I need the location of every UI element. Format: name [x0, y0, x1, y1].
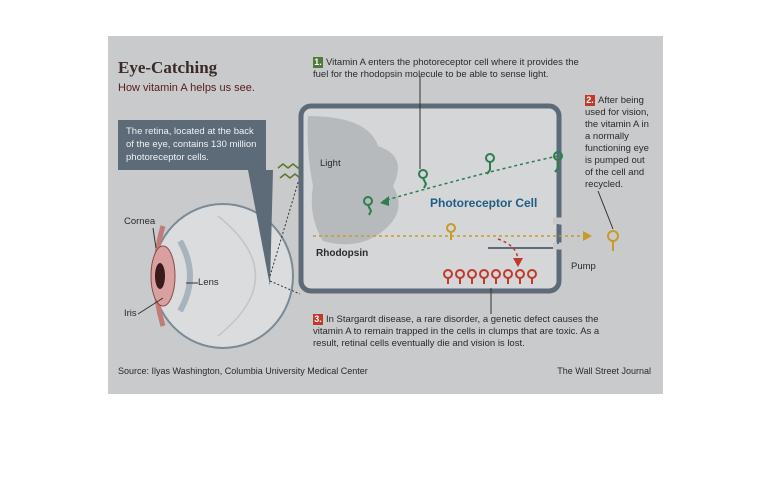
- lens-label: Lens: [198, 277, 219, 288]
- rhodopsin-label: Rhodopsin: [316, 248, 368, 259]
- infographic-panel: Eye-Catching How vitamin A helps us see.…: [108, 36, 663, 394]
- step-3-text: In Stargardt disease, a rare disorder, a…: [313, 314, 599, 349]
- step-2-number: 2.: [585, 95, 595, 106]
- retina-callout: The retina, located at the back of the e…: [118, 120, 266, 170]
- publisher-credit: The Wall Street Journal: [557, 366, 651, 376]
- eye-illustration: [151, 204, 293, 348]
- photoreceptor-cell-label: Photoreceptor Cell: [430, 196, 537, 210]
- step-3-number: 3.: [313, 314, 323, 325]
- step2-pointer: [598, 191, 613, 229]
- page-title: Eye-Catching: [118, 58, 217, 78]
- step-2-annotation: 2.After being used for vision, the vitam…: [585, 95, 655, 191]
- source-credit: Source: Ilyas Washington, Columbia Unive…: [118, 366, 368, 376]
- step-1-number: 1.: [313, 57, 323, 68]
- step-3-annotation: 3.In Stargardt disease, a rare disorder,…: [313, 314, 613, 350]
- step-2-text: After being used for vision, the vitamin…: [585, 95, 649, 190]
- page-subtitle: How vitamin A helps us see.: [118, 82, 255, 94]
- cornea-leader: [153, 228, 156, 248]
- step-1-annotation: 1.Vitamin A enters the photoreceptor cel…: [313, 57, 583, 81]
- cornea-label: Cornea: [124, 216, 155, 227]
- iris-label: Iris: [124, 308, 137, 319]
- light-label: Light: [320, 158, 341, 169]
- pump-label: Pump: [571, 261, 596, 272]
- step-1-text: Vitamin A enters the photoreceptor cell …: [313, 57, 579, 80]
